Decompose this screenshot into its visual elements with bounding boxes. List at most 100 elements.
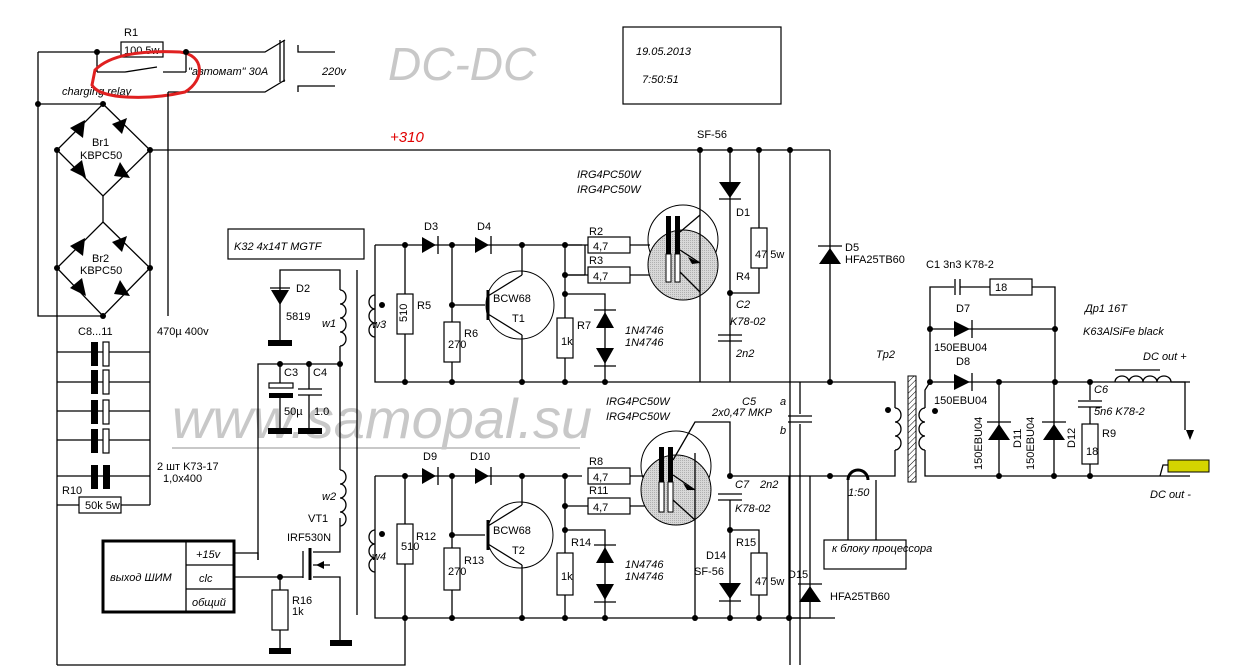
d9-ref: D9	[423, 451, 437, 463]
mains-label: 220v	[321, 66, 347, 78]
d4-ref: D4	[477, 221, 491, 233]
upper-snubber: SF-56 D1 47 5w R4 C2 K78-02 2n2	[697, 129, 831, 665]
upper-igbt-1: IRG4PC50W	[577, 169, 642, 181]
caps-ref: C8...11	[78, 326, 113, 338]
title-text: DC-DC	[388, 38, 537, 90]
upper-driver: w3 510 R5 D3 D4 270 R6 BCW68 T1 1k R7 1N…	[368, 221, 830, 385]
d2-part: 5819	[286, 311, 310, 323]
d3-ref: D3	[424, 221, 438, 233]
w2-label: w2	[322, 491, 336, 503]
c4-value: 1.0	[314, 406, 329, 418]
upper-igbt: IRG4PC50W IRG4PC50W	[577, 150, 719, 382]
d14-ref: D14	[706, 550, 726, 562]
t2-part: BCW68	[493, 525, 531, 537]
lower-zener-2: 1N4746	[625, 571, 664, 583]
r11-ref: R11	[589, 485, 608, 497]
c5-a: a	[780, 396, 786, 408]
film-caps-value: 1,0x400	[163, 473, 202, 485]
r15-value: 47 5w	[755, 576, 784, 588]
ct-destination: к блоку процессора	[832, 543, 932, 555]
dc-out-plus-label: DC out +	[1143, 351, 1187, 363]
r1-label: R1	[124, 27, 138, 39]
date-text: 19.05.2013	[636, 46, 692, 58]
lower-zener-1: 1N4746	[625, 559, 664, 571]
d5-diode: D5 HFA25TB60	[818, 242, 905, 266]
vt1-ref: VT1	[308, 513, 328, 525]
t1-ref: T1	[512, 313, 525, 325]
bridge-br1: Br1 KBPC50	[54, 103, 153, 197]
r14-ref: R14	[571, 537, 591, 549]
r7-value: 1k	[561, 336, 573, 348]
br2-ref: Br2	[92, 253, 109, 265]
upper-zener-1: 1N4746	[625, 325, 664, 337]
r2-value: 4,7	[593, 241, 608, 253]
r10-ref: R10	[62, 485, 82, 497]
c2-type: K78-02	[730, 316, 765, 328]
br2-part: KBPC50	[80, 265, 122, 277]
c1-label: C1 3n3 K78-2	[926, 259, 994, 271]
caps-value: 470µ 400v	[157, 326, 209, 338]
d8-part: 150EBU04	[934, 395, 987, 407]
left-rail	[37, 52, 406, 666]
bridge-br2: Br2 KBPC50	[54, 196, 153, 319]
r6-value: 270	[448, 339, 466, 351]
dc-out-minus-terminal	[1167, 459, 1210, 473]
core-label: K63AlSiFe black	[1083, 326, 1164, 338]
c7-type: K78-02	[735, 503, 770, 515]
br1-part: KBPC50	[80, 150, 122, 162]
d1-ref: D1	[736, 207, 750, 219]
film-caps-label: 2 шт K73-17	[157, 461, 219, 473]
snubber-r-value: 18	[995, 282, 1007, 294]
rail-310-label: +310	[390, 129, 424, 146]
r9-ref: R9	[1102, 428, 1116, 440]
r4-value: 47 5w	[755, 249, 784, 261]
r16-value: 1k	[292, 606, 304, 618]
upper-zener-2: 1N4746	[625, 337, 664, 349]
d7-part: 150EBU04	[934, 342, 987, 354]
pwm-title: выход ШИМ	[110, 572, 172, 584]
r13-ref: R13	[464, 555, 484, 567]
pwm-pin-clc: clc	[199, 573, 213, 585]
c2-value: 2n2	[735, 348, 754, 360]
time-text: 7:50:51	[642, 74, 679, 86]
pwm-pin-common: общий	[192, 597, 226, 609]
vt1-part: IRF530N	[287, 532, 331, 544]
c3-value: 50µ	[284, 406, 303, 418]
lower-igbt-1: IRG4PC50W	[606, 396, 671, 408]
d5-part: HFA25TB60	[845, 254, 905, 266]
choke-label: Др1 16T	[1083, 303, 1128, 315]
c5-ref: C5	[742, 396, 757, 408]
d7-ref: D7	[956, 303, 970, 315]
lower-igbt: IRG4PC50W IRG4PC50W	[606, 396, 731, 618]
r14-value: 1k	[561, 571, 573, 583]
d2-ref: D2	[296, 283, 310, 295]
pwm-section: VT1 IRF530N R16 1k выход ШИМ +15v clc об…	[101, 513, 352, 654]
r2-ref: R2	[589, 226, 603, 238]
input-section: R1 100 5w "автомат" 30A 220v charging re…	[35, 27, 347, 107]
r4-ref: R4	[736, 271, 750, 283]
r8-value: 4,7	[593, 472, 608, 484]
r5-value: 510	[398, 304, 410, 322]
r6-ref: R6	[464, 328, 478, 340]
d14-part: SF-56	[694, 566, 724, 578]
r3-ref: R3	[589, 255, 603, 267]
t1-part: BCW68	[493, 293, 531, 305]
transformer-tp2: Tp2 1:50 к блоку процессора	[823, 349, 932, 570]
d12-ref: D12	[1066, 428, 1078, 448]
d11-ref: D11	[1012, 429, 1024, 448]
lower-snubber: C7 2n2 K78-02 47 5w R15 D14 SF-56	[692, 473, 830, 621]
c5-b: b	[780, 425, 786, 437]
d5-ref: D5	[845, 242, 859, 254]
pwm-pin-15v: +15v	[196, 549, 222, 561]
w3-label: w3	[372, 319, 387, 331]
w4-label: w4	[372, 551, 386, 563]
c5-value: 2x0,47 MKP	[711, 407, 773, 419]
d15-diode: D15 HFA25TB60	[788, 476, 890, 619]
relay-highlight-annotation	[90, 50, 201, 99]
r9-value: 18	[1086, 446, 1098, 458]
watermark-text: www.samopal.su	[172, 387, 592, 450]
r12-value: 510	[401, 541, 419, 553]
c5-capacitor: C5 2x0,47 MKP a b	[711, 382, 812, 665]
r12-ref: R12	[416, 531, 436, 543]
